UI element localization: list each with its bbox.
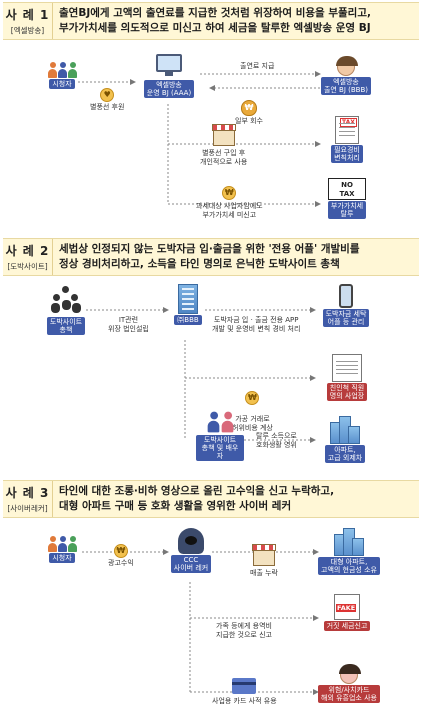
tower-icon [334,526,364,556]
case-1-header: 사 례 1 [엑셀방송] 출연BJ에게 고액의 출연료를 지급한 것처럼 위장하… [3,2,419,40]
case-3-label-box: 사 례 3 [사이버레커] [3,481,53,517]
case-3-diagram: 시청자 ₩ 광고수익 CCC 사이버 레커 매출 누락 대형 아파트, 고액의 … [0,522,422,718]
ad-revenue-label: ₩ 광고수익 [108,544,134,567]
apartment-label: 아파트, 고급 외제차 [324,445,366,463]
bj-aaa-label: 엑셀방송 운영 BJ (AAA) [143,80,195,98]
woman-icon [339,664,361,684]
guest-bj-face-icon [336,56,358,76]
building-icon [178,284,198,314]
case-1-connectors [78,71,321,207]
guest-bj-node: 엑셀방송 출연 BJ (BBB) [316,56,376,95]
nominee-document-icon [332,354,362,382]
money-bag-icon: ₩ [241,100,257,116]
app-dev-label: 도박자금 입 · 출금 전용 APP 개발 및 운영비 변칙 경비 처리 [212,316,301,333]
no-tax-icon: NO TAX [328,178,366,200]
case-3-line-2: 대형 아파트 구매 등 호화 생활을 영위한 사이버 레커 [59,500,292,512]
family-label: 도박사이트 총책 및 배우자 [196,435,244,461]
fake-labor-label: ₩ 가공 거래로 허위비용 계상 [232,390,273,432]
hooded-person-icon [178,528,204,554]
viewers-icon-3 [47,536,77,552]
case-3-description: 타인에 대한 조롱·비하 영상으로 올린 고수익을 신고 누락하고, 대형 아파… [53,481,419,517]
case-1-line-1: 출연BJ에게 고액의 출연료를 지급한 것처럼 위장하여 비용을 부풀리고, [59,7,371,19]
omit-label: 매출 누락 [250,544,278,578]
case-1-line-2: 부가가치세를 의도적으로 미신고 하여 세금을 탈루한 엑셀방송 운영 BJ [59,22,371,34]
ringleader-label: 도박사이트 총책 [46,317,86,335]
shop-icon-3 [252,544,276,566]
private-use-label: 위험/사치카드 해외 유흥업소 사용 [318,685,380,703]
shop-icon [211,124,236,146]
ccc-node: CCC 사이버 레커 [166,528,216,573]
case-2-line-2: 정상 경비처리하고, 소득을 타인 명의로 은닉한 도박사이트 총책 [59,258,340,270]
buy-balloons-label: 별풍선 구입 후 개인적으로 사용 [200,149,248,166]
lavish-label: 탈루 소득으로 호화생활 영위 [256,432,297,449]
case-1-subtitle: [엑셀방송] [10,26,45,35]
viewer-node-3: 시청자 [42,536,82,563]
case-2-line-1: 세법상 인정되지 않는 도박자금 입·출금을 위한 '전용 어플' 개발비를 [59,243,360,255]
coin-icon-3: ₩ [113,544,128,558]
coin-icon-2: ₩ [245,390,260,405]
case-3-title: 사 례 3 [5,486,50,500]
case-2-connectors [86,307,316,443]
private-use-node: 위험/사치카드 해외 유흥업소 사용 [316,664,382,703]
case-3-subtitle: [사이버레커] [7,504,48,513]
case-1-title: 사 례 1 [5,8,50,22]
case-1-diagram: 시청자 ♥ 별풍선 후원 엑셀방송 운영 BJ (AAA) 출연료 지급 ₩ 일… [0,44,422,234]
viewer-label-3: 시청자 [49,553,75,563]
apartment-icon [330,414,360,444]
case-2-diagram: 도박사이트 총책 IT관련 위장 법인설립 ㈜BBB 도박자금 입 · 출금 전… [0,280,422,476]
viewers-icon [47,62,77,78]
ringleader-node: 도박사이트 총책 [44,286,88,335]
family-node: 도박사이트 총책 및 배우자 [196,411,244,461]
tax-obligor-node: ₩ 과세대상 사업자임에도 부가가치세 미신고 [196,186,263,219]
case-3-line-1: 타인에 대한 조롱·비하 영상으로 올린 고수익을 신고 누락하고, [59,485,335,497]
app-use-node: 도박자금 세탁 어플 등 관리 [318,284,374,327]
fake-expense-node: TAX 필요경비 변칙처리 [322,116,372,163]
fake-expense-label: 필요경비 변칙처리 [331,145,363,163]
apt-node: 대형 아파트, 고액의 현금성 소유 [316,526,382,575]
viewer-label: 시청자 [49,79,75,89]
case-1-description: 출연BJ에게 고액의 출연료를 지급한 것처럼 위장하여 비용을 부풀리고, 부… [53,3,419,39]
coin-icon: ₩ [222,186,237,200]
ccc-label: CCC 사이버 레커 [170,555,212,573]
false-tax-label: 거짓 세금신고 [323,621,371,631]
credit-card-icon [232,678,257,694]
tax-obligor-label: 과세대상 사업자임에도 부가가치세 미신고 [196,202,263,219]
nominee-label: 친인척 직원 명의 사업장 [326,383,368,401]
case-3-header: 사 례 3 [사이버레커] 타인에 대한 조롱·비하 영상으로 올린 고수익을 … [3,480,419,518]
nominee-node: 친인척 직원 명의 사업장 [318,354,376,401]
gift-label: ♥ 별풍선 후원 [90,88,125,111]
viewer-node: 시청자 [42,62,82,89]
buy-balloons-node: 별풍선 구입 후 개인적으로 사용 [200,124,247,166]
case-2-header: 사 례 2 [도박사이트] 세법상 인정되지 않는 도박자금 입·출금을 위한 … [3,238,419,276]
false-tax-node: FAKE 거짓 세금신고 [318,594,376,631]
couple-icon [207,411,233,433]
case-2-label-box: 사 례 2 [도박사이트] [3,239,53,275]
broadcast-monitor-icon [156,54,182,76]
case-2-subtitle: [도박사이트] [7,262,48,271]
apt-label: 대형 아파트, 고액의 현금성 소유 [318,557,380,575]
apartment-node: 아파트, 고급 외제차 [318,414,372,463]
kickback-label: ₩ 일부 회수 [235,100,263,126]
vat-evasion-node: NO TAX 부가가치세 탈루 [322,178,372,219]
vat-evasion-label: 부가가치세 탈루 [327,201,367,219]
it-company-label: IT관련 위장 법인설립 [108,316,149,333]
business-card-label: 사업용 카드 사적 유용 [212,678,277,706]
bj-aaa-node: 엑셀방송 운영 BJ (AAA) [138,54,200,98]
tax-document-icon: TAX [335,116,359,144]
app-use-label: 도박자금 세탁 어플 등 관리 [322,309,370,327]
phone-icon [339,284,353,308]
gang-icon [51,286,81,316]
case-1-label-box: 사 례 1 [엑셀방송] [3,3,53,39]
case-2-title: 사 례 2 [5,244,50,258]
fee-paid-label: 출연료 지급 [240,62,275,70]
corp-node: ㈜BBB [172,284,204,325]
case-2-description: 세법상 인정되지 않는 도박자금 입·출금을 위한 '전용 어플' 개발비를 정… [53,239,419,275]
fake-report-label: 가족 등에게 용역비 지급한 것으로 신고 [216,622,272,639]
balloon-icon: ♥ [100,88,115,102]
guest-bj-label: 엑셀방송 출연 BJ (BBB) [320,77,372,95]
corp-label: ㈜BBB [174,315,202,325]
fake-document-icon: FAKE [334,594,360,620]
